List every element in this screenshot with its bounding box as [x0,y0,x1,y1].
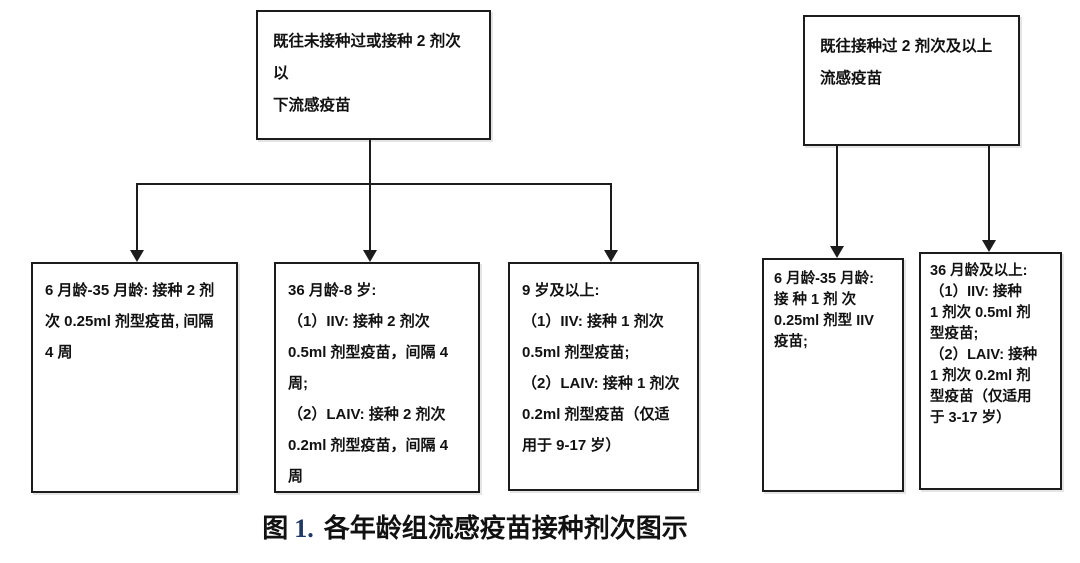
connector-left-stem [369,140,371,250]
figure-caption-number: 1. [294,514,314,543]
connector-left-rail [136,183,612,185]
node-root-ge2-prior-doses: 既往接种过 2 剂次及以上 流感疫苗 [803,15,1020,146]
node-age-6-35m-one-dose: 6 月龄-35 月龄: 接 种 1 剂 次 0.25ml 剂型 IIV 疫苗; [762,258,904,492]
connector-left-drop-3 [610,183,612,250]
arrowhead-left-3 [604,250,618,262]
arrowhead-left-1 [130,250,144,262]
node-age-36m-8y: 36 月龄-8 岁: （1）IIV: 接种 2 剂次 0.5ml 剂型疫苗，间隔… [274,262,480,493]
node-age-6-35m-two-doses: 6 月龄-35 月龄: 接种 2 剂 次 0.25ml 剂型疫苗, 间隔 4 周 [31,262,238,493]
connector-right-drop-1 [836,146,838,246]
node-root-unvaccinated-or-lt2-doses: 既往未接种过或接种 2 剂次以 下流感疫苗 [256,10,491,140]
figure-caption-title: 各年龄组流感疫苗接种剂次图示 [323,514,688,543]
node-age-36m-plus: 36 月龄及以上: （1）IIV: 接种 1 剂次 0.5ml 剂 型疫苗; （… [919,252,1062,490]
connector-left-drop-1 [136,183,138,250]
figure-caption-label: 图 [262,514,289,543]
arrowhead-right-2 [982,240,996,252]
node-age-9y-plus: 9 岁及以上: （1）IIV: 接种 1 剂次 0.5ml 剂型疫苗; （2）L… [508,262,699,491]
arrowhead-left-2 [363,250,377,262]
arrowhead-right-1 [830,246,844,258]
connector-right-drop-2 [988,146,990,240]
